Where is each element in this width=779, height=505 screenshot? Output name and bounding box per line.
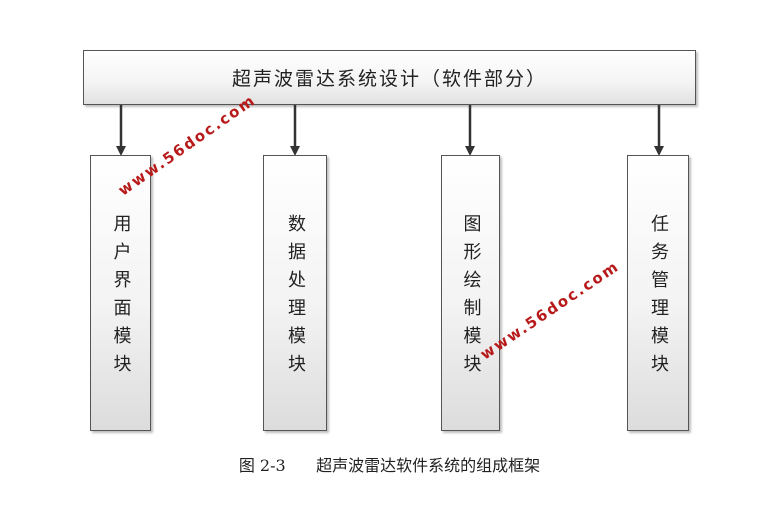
- module-label: 图形绘制模块: [460, 214, 482, 382]
- figure-caption: 图 2-3 超声波雷达软件系统的组成框架: [238, 456, 541, 475]
- module-graphics-drawing: 图形绘制模块: [441, 155, 500, 431]
- module-user-interface: 用户界面模块: [90, 155, 151, 431]
- system-title-box: 超声波雷达系统设计（软件部分）: [83, 50, 696, 105]
- module-task-management: 任务管理模块: [627, 155, 689, 431]
- system-title: 超声波雷达系统设计（软件部分）: [231, 68, 547, 90]
- module-label: 数据处理模块: [285, 214, 306, 382]
- module-label: 任务管理模块: [648, 214, 669, 382]
- module-label: 用户界面模块: [110, 214, 132, 382]
- module-data-processing: 数据处理模块: [263, 155, 327, 431]
